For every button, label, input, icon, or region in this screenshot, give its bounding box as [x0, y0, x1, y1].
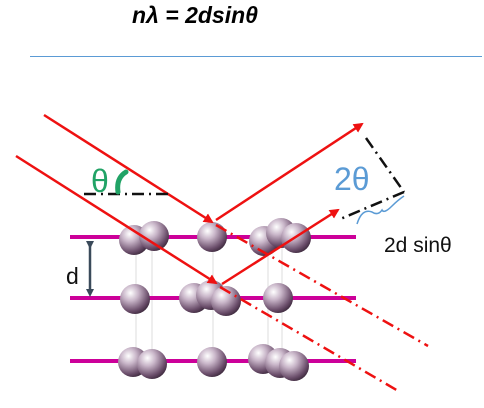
- atom: [120, 284, 150, 314]
- theta-label: θ: [91, 163, 109, 199]
- bragg-equation-title: nλ = 2dsinθ: [132, 2, 258, 28]
- incident-ray-2: [15, 154, 218, 285]
- d-spacing-label: d: [66, 263, 79, 289]
- atom: [279, 351, 309, 381]
- transmitted-rays: [215, 223, 429, 394]
- reflected-ray-1: [215, 122, 364, 222]
- atom: [197, 222, 227, 252]
- reflected-rays: [215, 122, 364, 286]
- transmitted-ray-1: [215, 223, 429, 348]
- angle-references: [84, 137, 406, 222]
- two-theta-label: 2θ: [334, 161, 370, 197]
- path-difference-brace: [356, 195, 405, 225]
- two-theta-reference-line: [364, 137, 406, 193]
- incident-rays: [15, 113, 218, 285]
- title-divider: [30, 56, 482, 57]
- atom: [137, 349, 167, 379]
- path-difference-label: 2d sinθ: [384, 234, 452, 257]
- atom: [211, 286, 241, 316]
- atom: [263, 283, 293, 313]
- theta-arc-icon: [115, 169, 129, 195]
- path-difference-line: [337, 190, 405, 222]
- reflected-ray-2: [221, 208, 340, 286]
- atom: [139, 221, 169, 251]
- incident-ray-1: [43, 113, 214, 224]
- atoms: [118, 218, 311, 381]
- transmitted-ray-2: [219, 285, 401, 394]
- atom: [197, 347, 227, 377]
